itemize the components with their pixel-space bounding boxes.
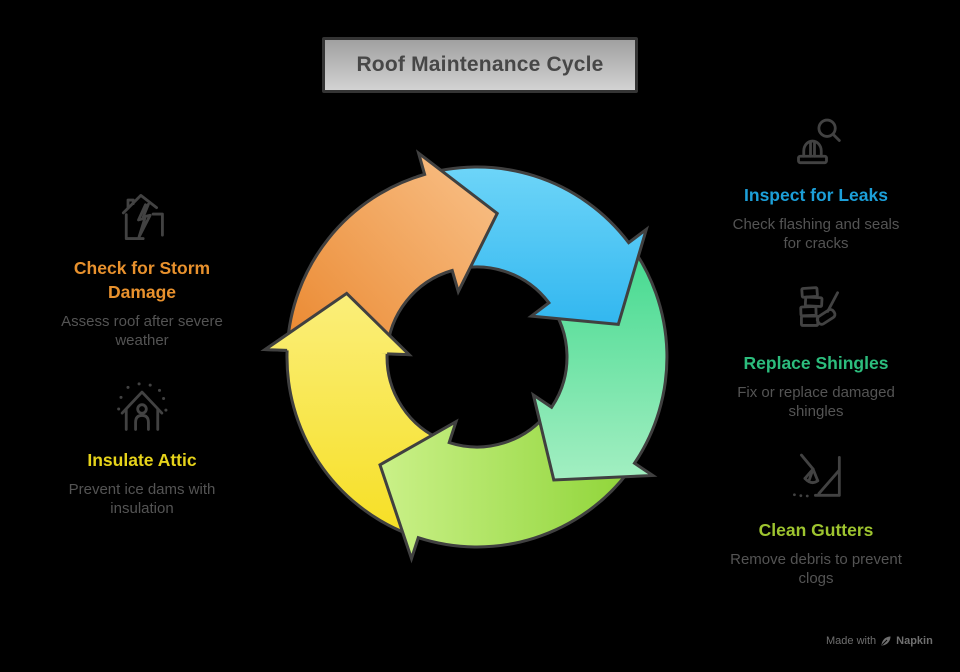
shingles-mallet-icon: [706, 284, 926, 340]
step-clean-gutters: Clean Gutters Remove debris to prevent c…: [706, 451, 926, 588]
napkin-pen-nib-icon: [881, 636, 891, 646]
step-title: Insulate Attic: [87, 450, 197, 470]
step-title: Check for Storm Damage: [73, 258, 211, 302]
storm-damaged-house-icon: [32, 189, 252, 245]
title-box: Roof Maintenance Cycle: [322, 37, 638, 93]
step-replace-shingles: Replace Shingles Fix or replace damaged …: [706, 284, 926, 421]
watermark-brand: Napkin: [896, 635, 933, 647]
step-title: Inspect for Leaks: [744, 185, 888, 205]
step-description: Fix or replace damaged shingles: [737, 384, 895, 420]
yellow-arrow-head-fill: [265, 293, 409, 355]
step-title: Replace Shingles: [743, 353, 889, 373]
yellow-arrow-head-edge: [260, 291, 413, 357]
step-inspect-for-leaks: Inspect for Leaks Check flashing and sea…: [706, 116, 926, 253]
hardhat-magnifier-icon: [706, 116, 926, 172]
step-description: Assess roof after severe weather: [61, 313, 223, 349]
rake-gutter-icon: [706, 451, 926, 507]
step-check-storm-damage: Check for Storm Damage Assess roof after…: [32, 189, 252, 350]
snow-house-person-icon: [32, 381, 252, 437]
step-insulate-attic: Insulate Attic Prevent ice dams with ins…: [32, 381, 252, 518]
page-title: Roof Maintenance Cycle: [356, 53, 604, 76]
cycle-diagram: [260, 149, 669, 564]
made-with-napkin-link[interactable]: Made with Napkin: [826, 635, 933, 647]
step-description: Remove debris to prevent clogs: [730, 551, 902, 587]
step-description: Check flashing and seals for cracks: [732, 216, 900, 252]
step-title: Clean Gutters: [758, 520, 874, 540]
watermark-prefix: Made with: [826, 635, 877, 647]
step-description: Prevent ice dams with insulation: [68, 481, 216, 517]
